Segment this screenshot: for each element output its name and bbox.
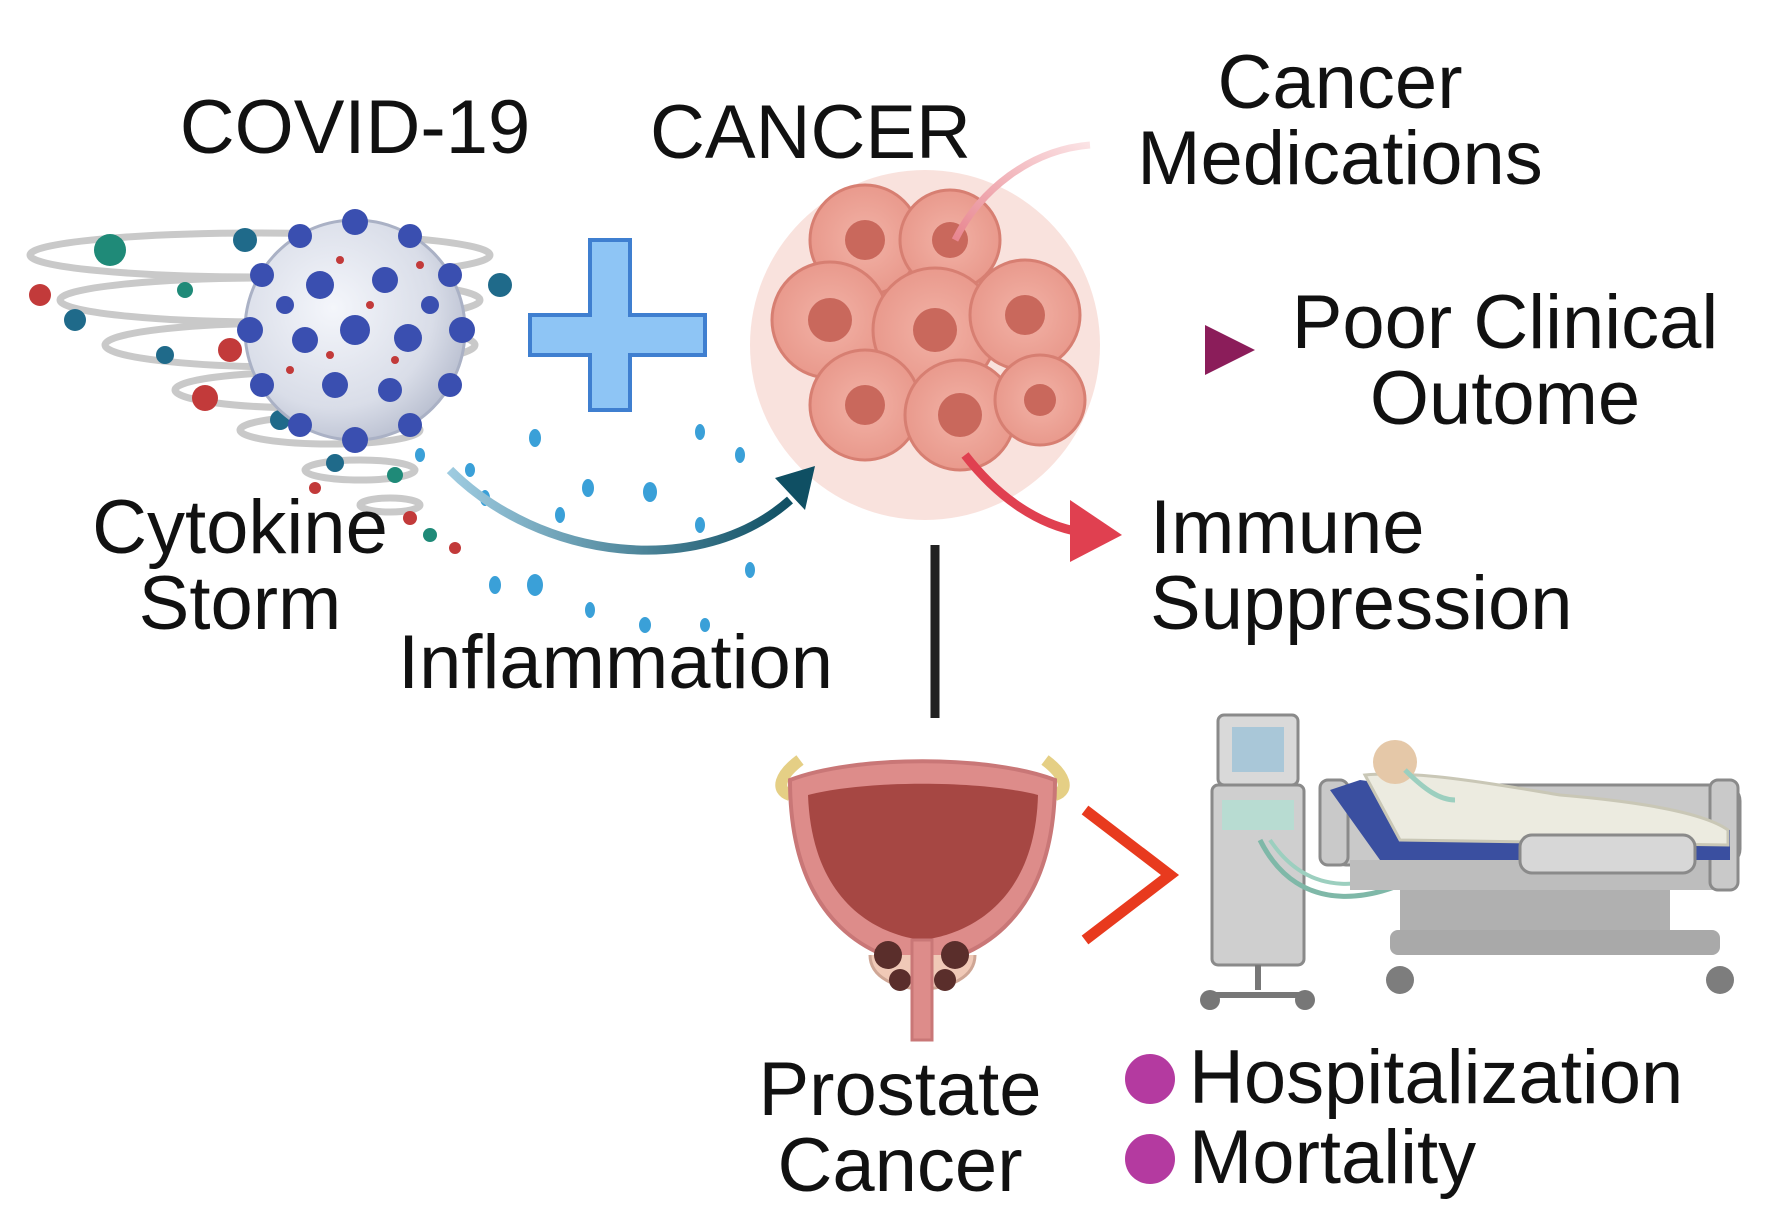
poor-outcome-line1: Poor Clinical	[1291, 280, 1719, 365]
prostate-cancer-label: Prostate Cancer	[730, 1052, 1070, 1204]
outcome-label-hospitalization: Hospitalization	[1189, 1035, 1684, 1120]
cancer-medications-line2: Medications	[1137, 116, 1543, 201]
cancer-label: CANCER	[650, 90, 971, 175]
plus-icon	[528, 238, 707, 412]
immune-suppression-line1: Immune	[1150, 485, 1425, 570]
cancer-medications-connector	[951, 141, 1091, 242]
cancer-medications-line1: Cancer	[1217, 40, 1463, 125]
greater-than-icon	[1081, 805, 1180, 945]
prostate-cancer-line1: Prostate	[758, 1047, 1042, 1132]
bullet-icon	[1125, 1053, 1175, 1104]
poor-outcome-line2: Outome	[1369, 356, 1641, 441]
inflammation-droplets	[415, 424, 755, 633]
outcome-label-mortality: Mortality	[1189, 1115, 1477, 1200]
poor-outcome-arrow	[1125, 325, 1255, 375]
prostate-cancer-line2: Cancer	[777, 1123, 1023, 1208]
poor-outcome-label: Poor Clinical Outome	[1270, 285, 1740, 437]
cancer-cells-icon	[750, 170, 1100, 520]
cancer-medications-label: Cancer Medications	[1110, 45, 1570, 197]
inflammation-arrow	[446, 466, 815, 555]
inflammation-label: Inflammation	[398, 620, 834, 705]
virus-icon	[26, 209, 512, 554]
immune-suppression-arrow	[961, 452, 1122, 562]
covid-label: COVID-19	[179, 85, 531, 170]
hospital-bed-ventilator-icon	[1200, 713, 1742, 1010]
cytokine-storm-line2: Storm	[138, 561, 342, 646]
bullet-icon	[1125, 1133, 1175, 1184]
outcome-item: Hospitalization	[1125, 1040, 1765, 1116]
outcomes-list: Hospitalization Mortality	[1125, 1040, 1765, 1196]
outcome-item: Mortality	[1125, 1120, 1765, 1196]
prostate-bladder-icon	[775, 755, 1070, 1042]
immune-suppression-line2: Suppression	[1150, 561, 1573, 646]
cytokine-storm-line1: Cytokine	[92, 485, 388, 570]
cytokine-storm-label: Cytokine Storm	[60, 490, 420, 642]
immune-suppression-label: Immune Suppression	[1150, 490, 1600, 642]
